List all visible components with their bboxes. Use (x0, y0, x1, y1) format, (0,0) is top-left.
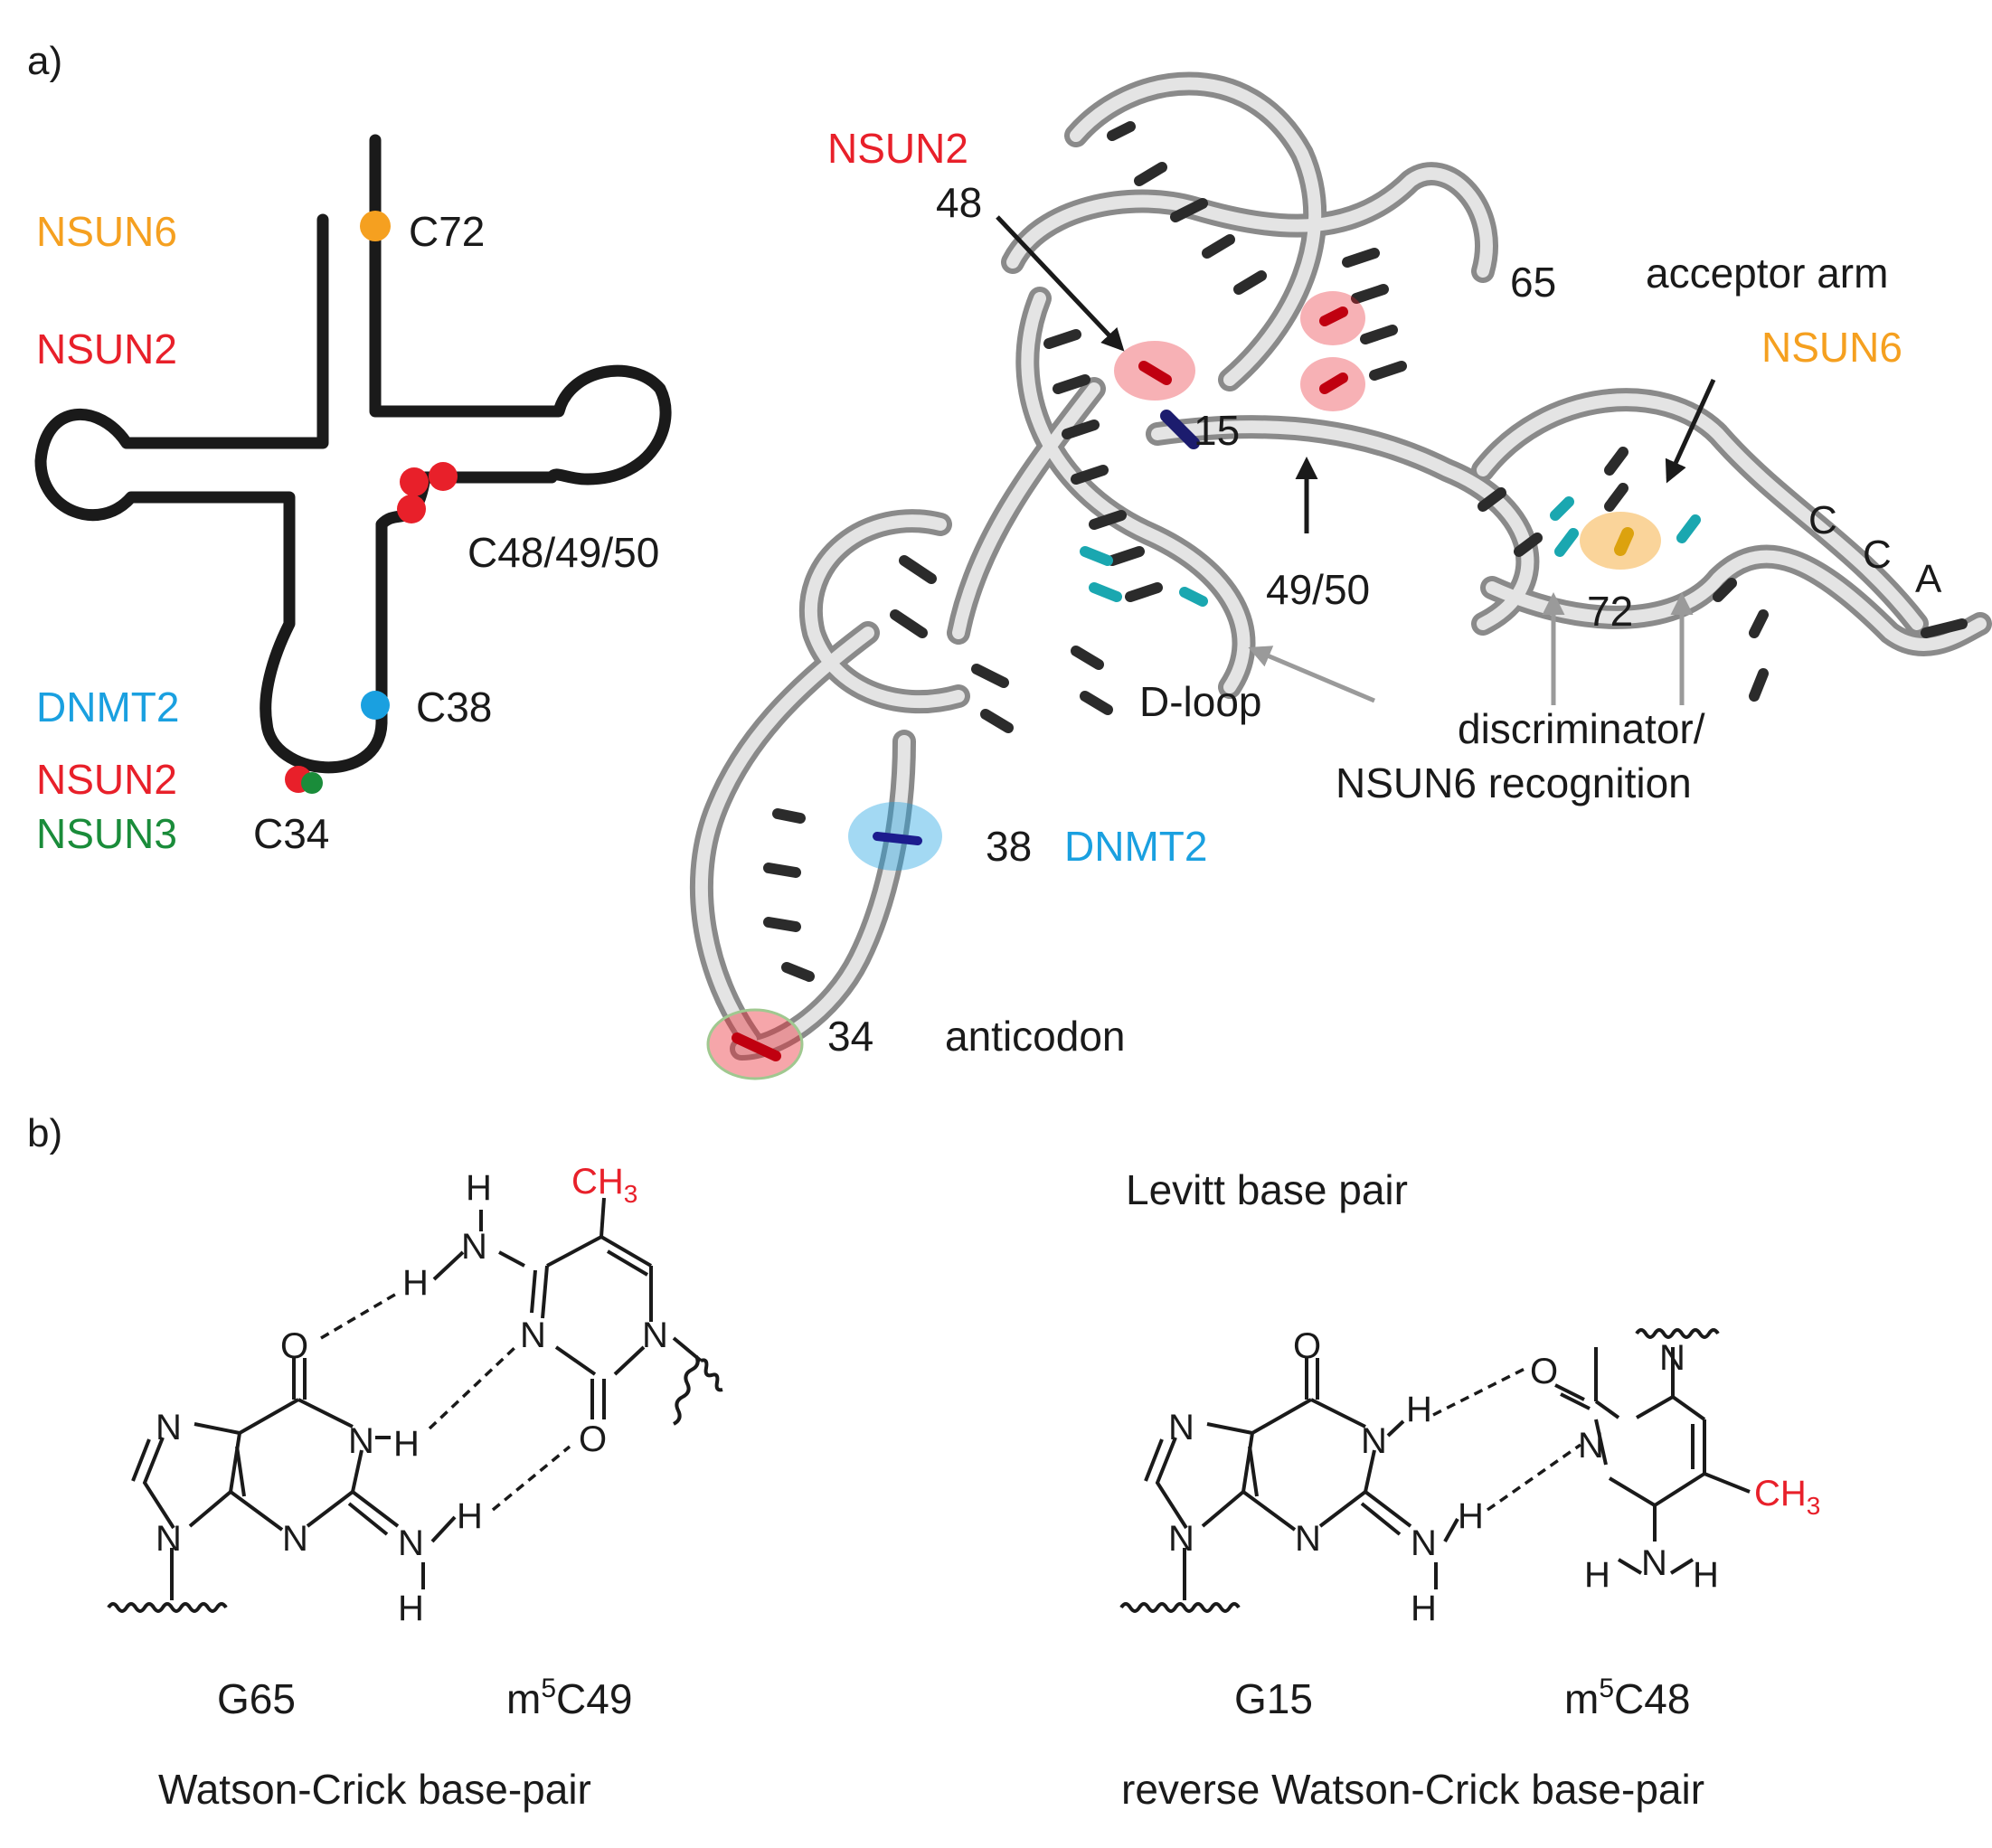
trna-3d-structure (689, 71, 1992, 1080)
methyl-label-left: CH3 (571, 1162, 637, 1208)
c48-site-dot (400, 467, 429, 496)
schematic-c48-label: C48/49/50 (467, 529, 659, 576)
schematic-nsun2-top-label: NSUN2 (36, 325, 177, 372)
svg-text:N: N (642, 1315, 668, 1355)
svg-text:H: H (466, 1168, 492, 1208)
m5c48-structure (1554, 1328, 1751, 1575)
panel-a-label: a) (27, 39, 62, 83)
watson-crick-caption: Watson-Crick base-pair (158, 1766, 591, 1813)
schematic-nsun2-bottom-label: NSUN2 (36, 756, 177, 803)
svg-text:N: N (348, 1421, 374, 1461)
base-15-navy (1160, 410, 1200, 449)
g15-label: G15 (1234, 1675, 1313, 1722)
structure-dnmt2-label: DNMT2 (1064, 823, 1207, 870)
structure-4950-label: 49/50 (1266, 566, 1370, 613)
svg-text:O: O (280, 1326, 308, 1366)
svg-text:H: H (1584, 1555, 1610, 1595)
m5c49-structure (479, 1197, 723, 1426)
m5c49-label: m5C49 (506, 1674, 632, 1722)
c38-site-dot (361, 691, 390, 720)
structure-discriminator-line1: discriminator/ (1458, 705, 1705, 752)
g65-label: G65 (217, 1675, 296, 1722)
svg-text:N: N (282, 1519, 308, 1559)
svg-text:H: H (1406, 1390, 1432, 1429)
teal-bases (1080, 496, 1701, 607)
annotation-arrows (996, 215, 1716, 705)
reverse-watson-crick-caption: reverse Watson-Crick base-pair (1121, 1766, 1704, 1813)
m5c48-label: m5C48 (1564, 1674, 1690, 1722)
structure-dloop-label: D-loop (1139, 678, 1262, 725)
structure-anticodon-label: anticodon (945, 1013, 1126, 1060)
levitt-base-pair-label: Levitt base pair (1126, 1166, 1408, 1213)
svg-text:H: H (402, 1263, 429, 1303)
arrow-dloop (1248, 646, 1375, 703)
c49-site-dot (429, 462, 458, 491)
methyl-label-right: CH3 (1754, 1474, 1820, 1520)
c72-site-dot (360, 211, 391, 241)
svg-text:H: H (457, 1496, 483, 1536)
svg-text:N: N (156, 1519, 182, 1559)
svg-text:N: N (398, 1523, 424, 1563)
trna-cloverleaf-schematic (34, 134, 672, 774)
watson-crick-pair: N N O N N N H H H H N H (107, 1162, 723, 1813)
svg-text:N: N (1168, 1519, 1194, 1559)
svg-text:H: H (1411, 1589, 1437, 1628)
structure-cca-a: A (1915, 557, 1942, 601)
hydrogen-bonds-right (1432, 1365, 1582, 1512)
svg-text:N: N (156, 1408, 182, 1447)
arrow-48 (996, 215, 1125, 352)
svg-text:O: O (1293, 1326, 1321, 1366)
structure-15-label: 15 (1194, 407, 1240, 454)
acceptor-5prime-strand (34, 213, 431, 774)
svg-text:N: N (1659, 1338, 1685, 1378)
svg-text:N: N (1295, 1519, 1321, 1559)
structure-34-label: 34 (827, 1013, 873, 1060)
structure-cca-c2: C (1863, 533, 1892, 577)
svg-text:N: N (1168, 1408, 1194, 1447)
schematic-c34-label: C34 (253, 810, 329, 857)
svg-text:N: N (1411, 1523, 1437, 1563)
schematic-c72-label: C72 (409, 208, 485, 255)
structure-nsun2-label: NSUN2 (827, 125, 968, 172)
svg-text:N: N (1641, 1543, 1667, 1583)
svg-text:H: H (398, 1589, 424, 1628)
structure-48-label: 48 (936, 179, 982, 226)
c34-site-dot-green (301, 772, 323, 794)
structure-acceptor-arm-label: acceptor arm (1646, 250, 1888, 297)
base-72-yellow (1614, 527, 1634, 556)
highlight-72 (1580, 512, 1661, 570)
schematic-dnmt2-label: DNMT2 (36, 684, 179, 731)
structure-65-label: 65 (1510, 259, 1556, 306)
c50-site-dot (397, 495, 426, 523)
nucleobase-sticks (763, 121, 1968, 982)
svg-text:O: O (579, 1419, 607, 1459)
schematic-c38-label: C38 (416, 684, 492, 731)
svg-text:N: N (520, 1315, 546, 1355)
schematic-nsun6-label: NSUN6 (36, 208, 177, 255)
structure-38-label: 38 (986, 823, 1032, 870)
arrow-nsun6 (1665, 378, 1716, 484)
structure-cca-c1: C (1808, 498, 1837, 542)
svg-text:H: H (1458, 1496, 1484, 1536)
svg-text:N: N (1361, 1421, 1387, 1461)
acceptor-3prime-strand (369, 134, 672, 486)
panel-b-label: b) (27, 1111, 62, 1155)
svg-text:H: H (393, 1424, 420, 1464)
schematic-nsun3-label: NSUN3 (36, 810, 177, 857)
structure-72-label: 72 (1587, 588, 1633, 635)
guanine-65-structure (107, 1358, 425, 1613)
hydrogen-bonds-left (320, 1291, 571, 1512)
svg-text:O: O (1530, 1352, 1558, 1391)
structure-discriminator-line2: NSUN6 recognition (1336, 759, 1692, 806)
guanine-15-structure (1119, 1358, 1438, 1613)
structure-nsun6-label: NSUN6 (1761, 324, 1902, 371)
reverse-watson-crick-pair: N N O N N N H H H O (1119, 1326, 1820, 1813)
backbone-ribbons (689, 71, 1992, 1061)
svg-text:N: N (461, 1227, 487, 1267)
svg-text:N: N (1578, 1426, 1604, 1466)
svg-text:H: H (1693, 1555, 1719, 1595)
